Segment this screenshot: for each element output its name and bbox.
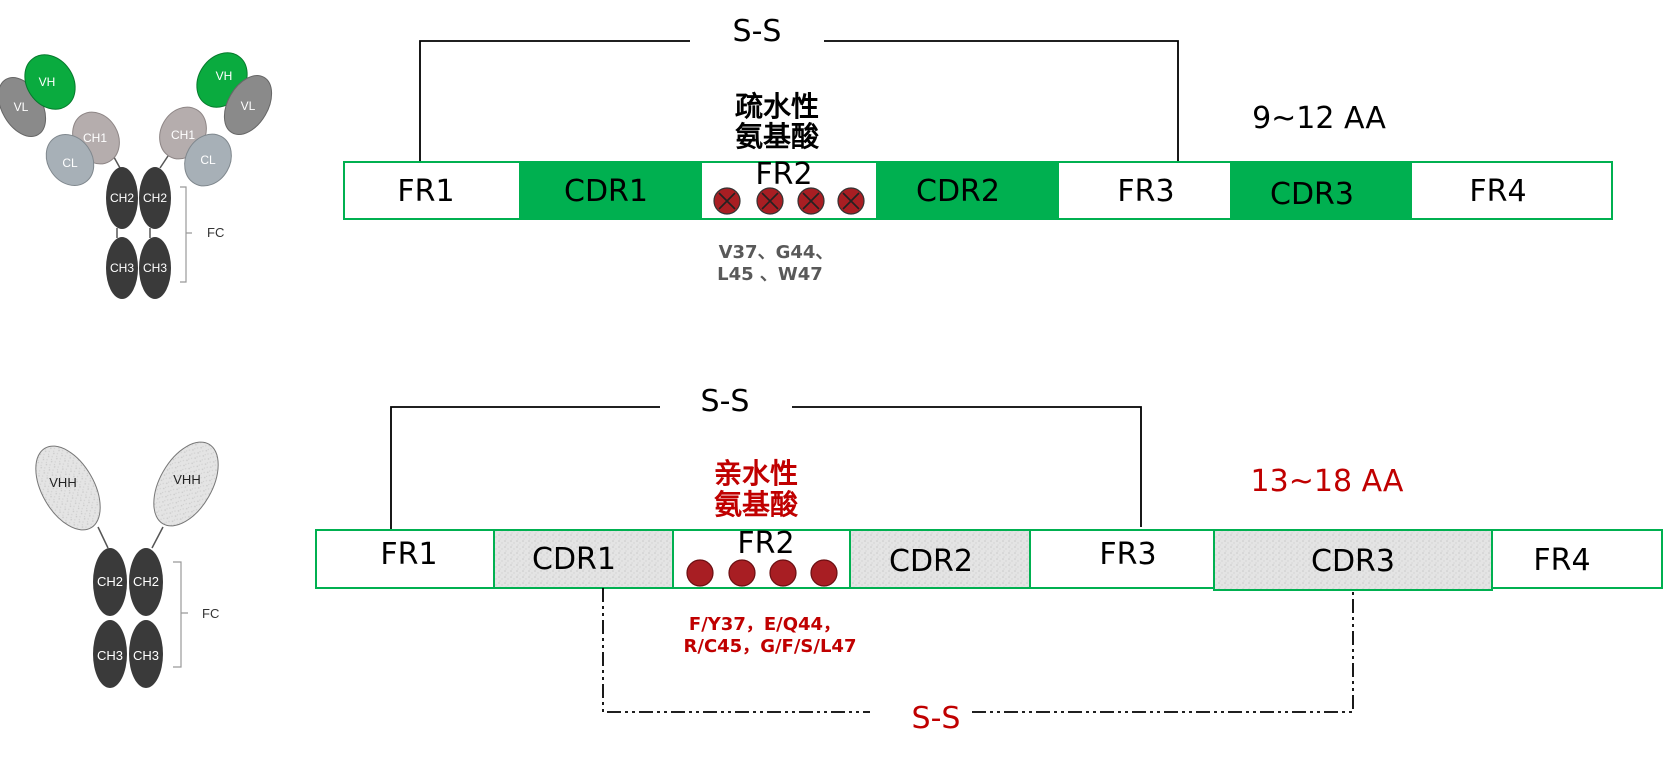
top-disulfide-label: S-S: [733, 14, 782, 49]
bottom-seg-fr3: [1029, 529, 1215, 589]
bottom-sites-line1: F/Y37，E/Q44，: [689, 614, 841, 635]
vhh-ch3-left-domain: [93, 620, 127, 688]
bottom-panel: S-S 亲水性 氨基酸 13~18 AA FR1 CDR1 FR2 CDR2 F…: [315, 384, 1663, 736]
ch3-right-label: CH3: [143, 261, 167, 275]
fc-label: FC: [207, 225, 224, 240]
top-seg-fr4: [1410, 161, 1613, 220]
top-seg-cdr2-label: CDR2: [916, 174, 1000, 209]
top-seg-fr4-label: FR4: [1469, 174, 1526, 209]
vl-right-label: VL: [241, 99, 256, 113]
bottom-residue-type-line1: 亲水性: [714, 457, 798, 490]
vhh-ch3-right-domain: [129, 620, 163, 688]
ch1-right-label: CH1: [171, 128, 195, 142]
cl-right-label: CL: [200, 153, 216, 167]
fc-bracket: [180, 186, 192, 283]
top-site-marker: [837, 187, 865, 215]
top-seg-fr3-label: FR3: [1117, 174, 1174, 209]
bottom-seg-cdr1-label: CDR1: [532, 542, 616, 577]
top-site-marker: [797, 187, 825, 215]
vhh-fc-label: FC: [202, 606, 219, 621]
vhh-left-label: VHH: [49, 475, 76, 490]
bottom-disulfide-label: S-S: [701, 384, 750, 419]
vh-left-label: VH: [39, 75, 56, 89]
vhh-fc-bracket: [173, 561, 188, 668]
ch3-left-domain: [106, 237, 138, 299]
top-seg-cdr1: [519, 161, 702, 220]
vhh-right-domain: [153, 441, 219, 527]
vhh-ch2-right-domain: [129, 548, 163, 616]
vh-right-label: VH: [216, 69, 233, 83]
bottom-site-marker: [810, 559, 838, 587]
vl-left-label: VL: [14, 100, 29, 114]
top-sites-line2: L45 、W47: [717, 264, 823, 285]
bottom-seg-cdr3-label: CDR3: [1311, 544, 1395, 579]
bottom-seg-cdr1: [493, 529, 674, 589]
bottom-seg-cdr2: [849, 529, 1031, 589]
igg-antibody: VL VH CH1 CL VH VL CH1 CL CH2 CH2 CH3 CH…: [0, 52, 273, 299]
bottom-seg-fr4-label: FR4: [1533, 543, 1590, 578]
vhh-right-label: VHH: [173, 472, 200, 487]
ch2-right-label: CH2: [143, 191, 167, 205]
bottom-seg-fr1: [315, 529, 495, 589]
top-disulfide-bracket: [419, 40, 1179, 161]
top-sites-line1: V37、G44、: [719, 242, 834, 263]
bottom-cdr3-length: 13~18 AA: [1251, 464, 1404, 499]
ch1-left-label: CH1: [83, 131, 107, 145]
top-seg-fr2-label: FR2: [755, 157, 812, 192]
bottom-seg-fr4: [1491, 529, 1663, 589]
bottom-disulfide-bracket: [390, 406, 1142, 530]
top-residue-type-line1: 疏水性: [735, 90, 819, 123]
bottom-seg-cdr3: [1213, 529, 1493, 591]
vhh-ch2-left-label: CH2: [97, 574, 123, 589]
cl-right-domain: [184, 133, 232, 187]
top-panel: S-S 疏水性 氨基酸 9~12 AA FR1 CDR1 FR2 CDR2 FR…: [343, 14, 1613, 285]
vhh-ch2-left-domain: [93, 548, 127, 616]
top-seg-cdr1-label: CDR1: [564, 174, 648, 209]
bottom-seg-fr1-label: FR1: [380, 537, 437, 572]
top-seg-fr1-label: FR1: [397, 174, 454, 209]
ch3-right-domain: [139, 237, 171, 299]
bottom-seg-cdr2-label: CDR2: [889, 544, 973, 579]
top-site-marker: [756, 187, 784, 215]
bottom-site-marker: [686, 559, 714, 587]
cl-left-label: CL: [62, 156, 78, 170]
ch2-left-domain: [106, 167, 138, 229]
ch2-right-domain: [139, 167, 171, 229]
vl-right-domain: [223, 75, 273, 135]
vh-left-domain: [24, 54, 76, 110]
vhh-ch3-right-label: CH3: [133, 648, 159, 663]
top-seg-fr1: [343, 161, 521, 220]
bottom-sites-line2: R/C45，G/F/S/L47: [684, 636, 857, 657]
top-seg-cdr3-label: CDR3: [1270, 177, 1354, 212]
bottom-seg-fr2-label: FR2: [737, 526, 794, 561]
vhh-left-domain: [35, 445, 101, 531]
vhh-antibody: VHH VHH CH2 CH2 CH3 CH3 FC: [35, 441, 219, 688]
top-site-marker: [713, 187, 741, 215]
bottom-residue-type-line2: 氨基酸: [714, 488, 799, 521]
cl-left-domain: [45, 134, 95, 186]
ch3-left-label: CH3: [110, 261, 134, 275]
ch2-left-label: CH2: [110, 191, 134, 205]
vhh-ch3-left-label: CH3: [97, 648, 123, 663]
bottom-site-marker: [728, 559, 756, 587]
top-seg-cdr2: [876, 161, 1059, 220]
bottom-extra-disulfide-label: S-S: [912, 701, 961, 736]
bottom-seg-fr3-label: FR3: [1099, 537, 1156, 572]
vhh-ch2-right-label: CH2: [133, 574, 159, 589]
bottom-extra-disulfide-bracket: [602, 588, 1354, 713]
bottom-site-marker: [769, 559, 797, 587]
top-cdr3-length: 9~12 AA: [1252, 101, 1386, 136]
top-residue-type-line2: 氨基酸: [735, 120, 820, 153]
